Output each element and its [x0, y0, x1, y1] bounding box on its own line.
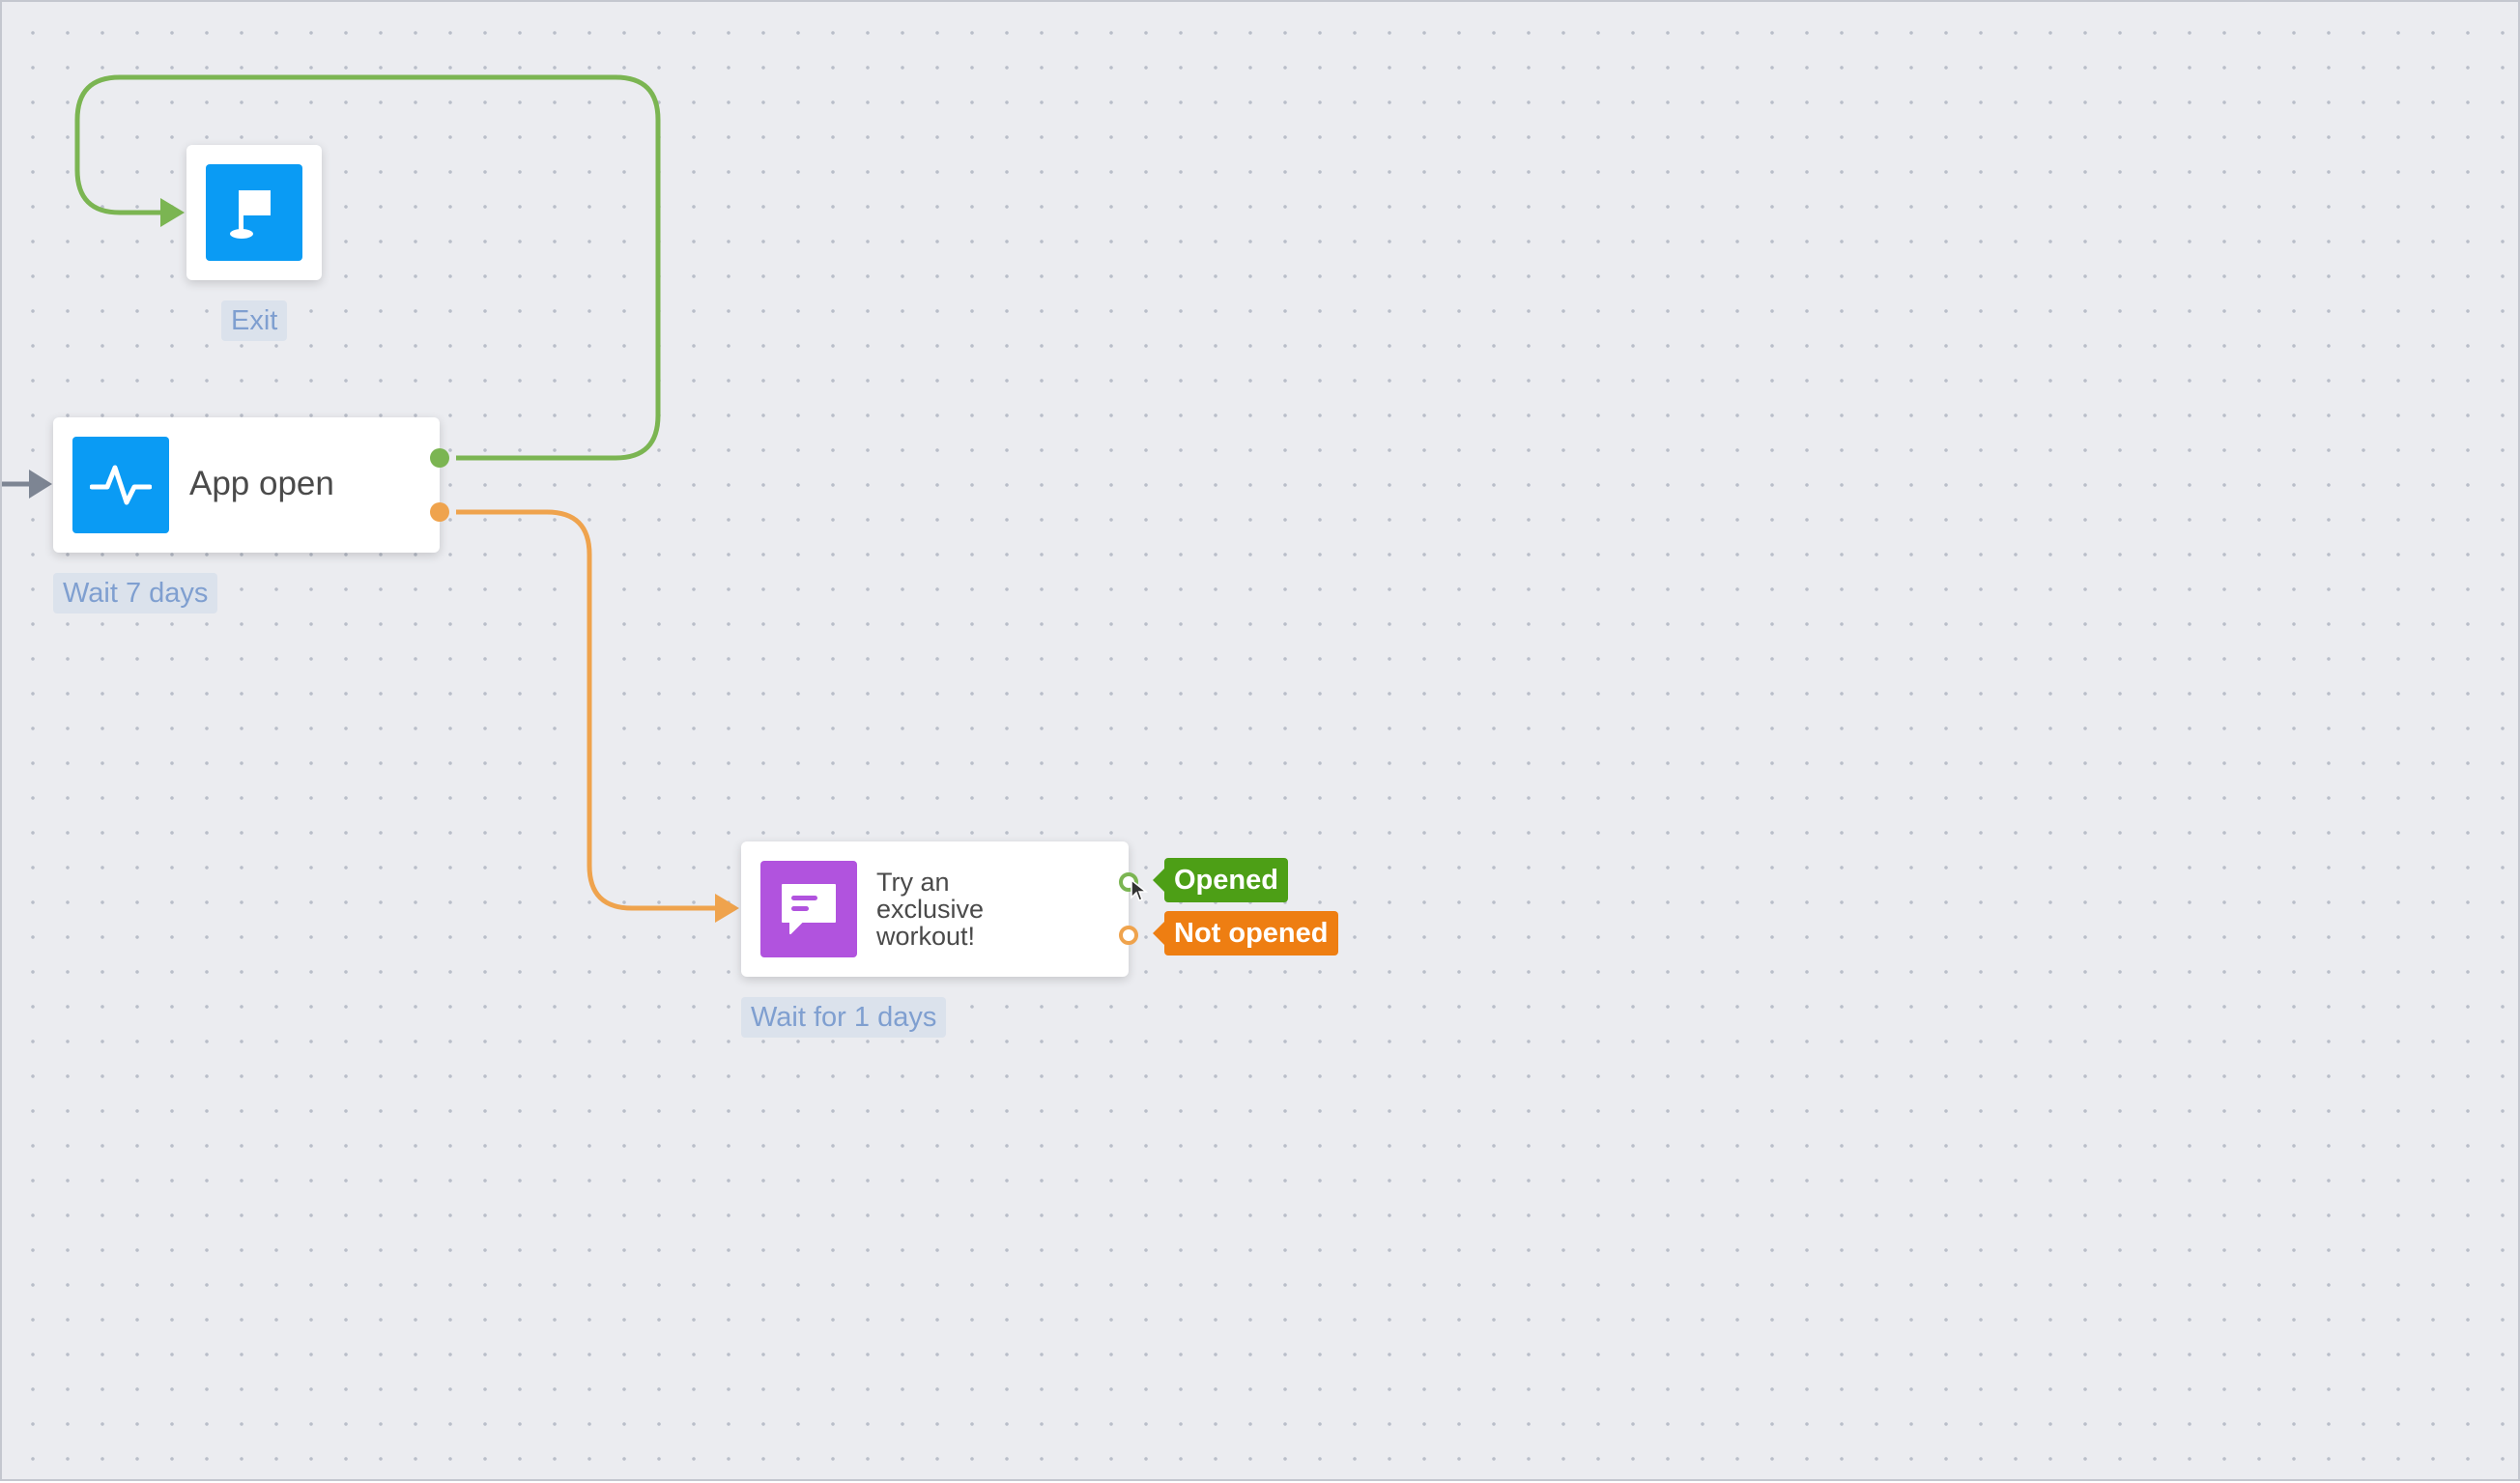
activity-pulse-icon [90, 465, 152, 505]
app-open-no-connector[interactable] [456, 509, 717, 911]
not-opened-output-tag[interactable]: Not opened [1153, 911, 1338, 955]
app-open-yes-connector[interactable] [74, 74, 661, 461]
app-open-yes-port[interactable] [430, 448, 449, 468]
message-title-line: workout! [876, 922, 976, 951]
flag-icon [230, 190, 271, 239]
app-open-caption: Wait 7 days [53, 573, 218, 613]
message-not-opened-port[interactable] [1119, 926, 1138, 945]
mouse-cursor-icon [1131, 878, 1149, 901]
message-title-line: exclusive [876, 895, 985, 924]
message-title-line: Try an [876, 868, 950, 897]
app-open-icon-tile [72, 437, 169, 533]
exit-arrowhead [160, 198, 185, 227]
exit-icon-tile [206, 164, 302, 261]
app-open-no-port[interactable] [430, 502, 449, 522]
app-open-title: App open [189, 465, 334, 502]
message-icon-tile [760, 861, 857, 957]
message-title: Try an exclusive workout! [876, 869, 984, 950]
message-icon [782, 884, 836, 934]
message-node[interactable]: Try an exclusive workout! [741, 841, 1129, 977]
message-arrowhead [715, 894, 739, 923]
exit-caption: Exit [221, 300, 288, 341]
message-caption: Wait for 1 days [741, 997, 947, 1038]
app-open-node[interactable]: App open [53, 417, 440, 553]
entry-arrowhead [29, 470, 52, 499]
exit-node[interactable] [186, 145, 322, 280]
opened-output-tag[interactable]: Opened [1153, 858, 1288, 902]
